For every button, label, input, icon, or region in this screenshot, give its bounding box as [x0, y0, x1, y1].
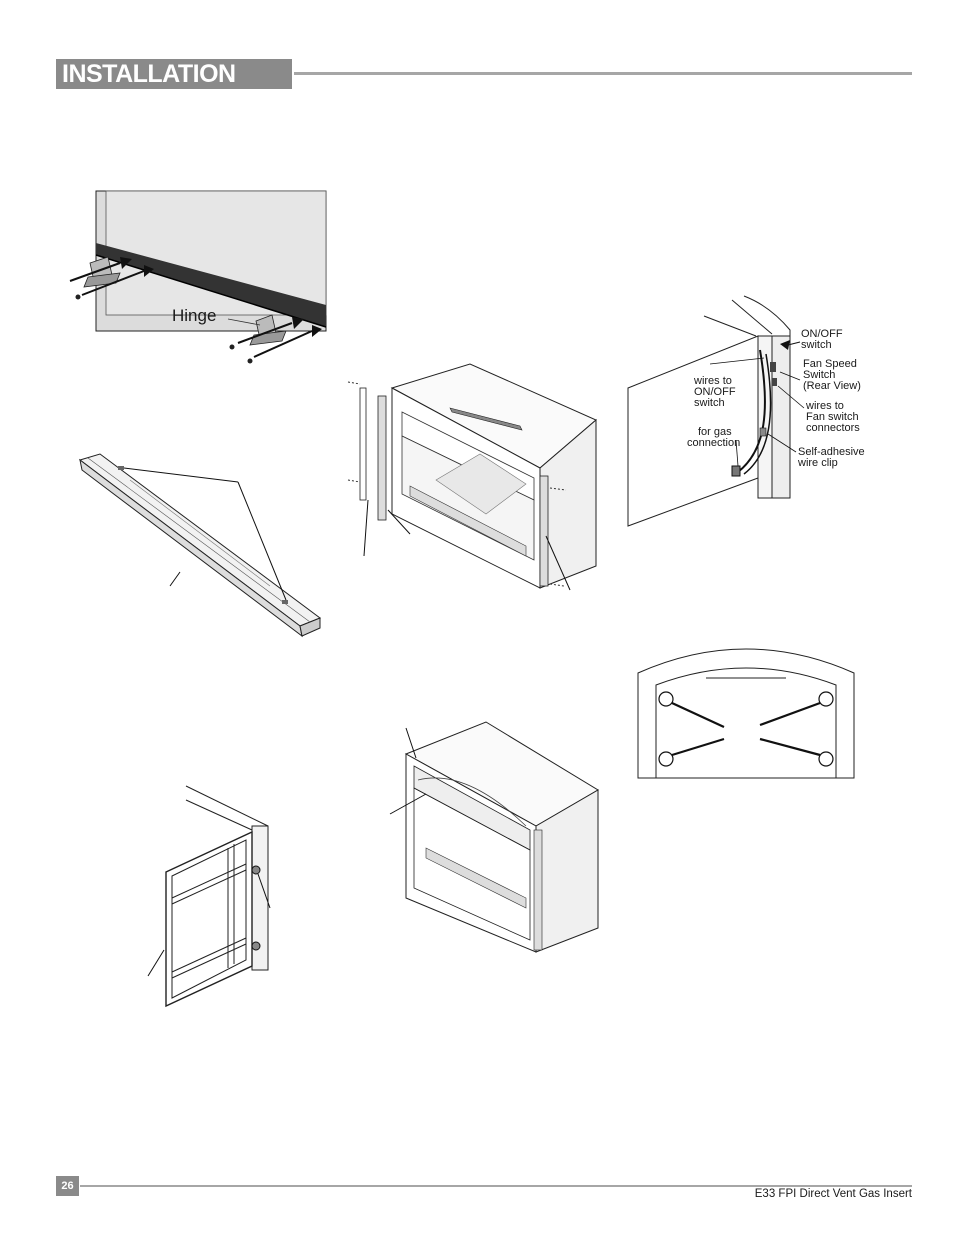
- footer-rule: [80, 1185, 912, 1187]
- hinge-label: Hinge: [172, 306, 216, 325]
- section-title: INSTALLATION: [62, 60, 236, 88]
- on-off-label-2: switch: [801, 339, 832, 351]
- wires-on-off-label-1: wires to: [693, 375, 732, 387]
- insert-trim-figure: [347, 363, 597, 591]
- wires-on-off-label-3: switch: [694, 397, 725, 409]
- hinge-figure: Hinge: [69, 190, 327, 364]
- trim-channel-figure: [78, 453, 322, 638]
- clip-label-1: Self-adhesive: [798, 446, 865, 458]
- wires-fan-label-3: connectors: [806, 422, 860, 434]
- insert-front-figure: [389, 721, 599, 953]
- fan-speed-label-2: Switch: [803, 369, 835, 381]
- wires-on-off-label-2: ON/OFF: [694, 386, 736, 398]
- door-panel-figure: [147, 785, 271, 1008]
- gas-label-2: connection: [687, 437, 740, 449]
- clip-label-2: wire clip: [797, 457, 838, 469]
- wires-fan-label-1: wires to: [805, 400, 844, 412]
- wires-fan-label-2: Fan switch: [806, 411, 859, 423]
- switch-wiring-figure: ON/OFF switch Fan Speed Switch (Rear Vie…: [627, 295, 865, 527]
- document-title: E33 FPI Direct Vent Gas Insert: [754, 1188, 912, 1200]
- fan-speed-label-1: Fan Speed: [803, 358, 857, 370]
- page-number: 26: [56, 1176, 79, 1196]
- header-rule: [294, 72, 912, 75]
- gas-label-1: for gas: [698, 426, 732, 438]
- arched-front-figure: [637, 648, 855, 779]
- fan-speed-label-3: (Rear View): [803, 380, 861, 392]
- on-off-label-1: ON/OFF: [801, 328, 843, 340]
- section-header: INSTALLATION: [56, 59, 292, 89]
